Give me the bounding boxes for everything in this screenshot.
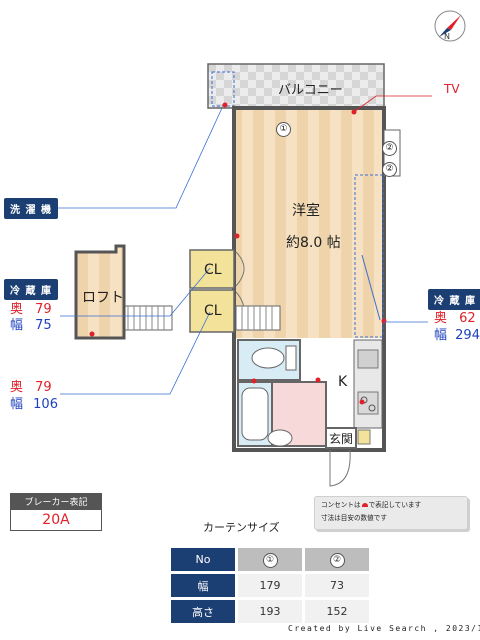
- lower-depth: 奥 79: [10, 380, 52, 395]
- fridge-right-tag: 冷 蔵 庫: [428, 289, 480, 310]
- breaker-value: 20A: [10, 510, 102, 531]
- tv-label: TV: [444, 82, 460, 96]
- window-marker-2a: ②: [382, 135, 397, 156]
- loft-label: ロフト: [82, 290, 124, 306]
- breaker-label: ブレーカー表記: [10, 493, 102, 510]
- fridge-right-depth: 奥 62: [434, 311, 476, 326]
- closet-1-label: CL: [204, 262, 222, 278]
- curtain-table: No ① ② 幅 179 73 高さ 193 152: [168, 545, 372, 626]
- curtain-header-2: ②: [305, 548, 369, 571]
- western-room-floor: [236, 110, 382, 338]
- curtain-title: カーテンサイズ: [203, 521, 280, 534]
- curtain-row-label: 高さ: [171, 600, 235, 623]
- outlet-icon: [361, 503, 368, 507]
- lower-width: 幅 106: [10, 397, 58, 412]
- compass-icon: N: [432, 8, 468, 44]
- curtain-cell: 193: [238, 600, 302, 623]
- curtain-header-no: No: [171, 548, 235, 571]
- kitchen-label: K: [338, 374, 348, 390]
- window-marker-2b: ②: [382, 156, 397, 177]
- curtain-cell: 179: [238, 574, 302, 597]
- table-row: 幅 179 73: [171, 574, 369, 597]
- curtain-cell: 152: [305, 600, 369, 623]
- entrance-label: 玄関: [329, 432, 354, 446]
- svg-text:N: N: [444, 32, 450, 41]
- legend-note: コンセントはで表記しています 寸法は目安の数値です: [314, 496, 468, 530]
- washer-tag: 洗 濯 機: [4, 198, 58, 219]
- closet-2-label: CL: [204, 303, 222, 319]
- balcony-area: [207, 63, 385, 109]
- closet-1-area: [189, 249, 235, 289]
- entrance-area: [325, 427, 357, 449]
- fridge-left-tag: 冷 蔵 庫: [4, 279, 58, 300]
- floor-plan: [28, 63, 432, 487]
- curtain-cell: 73: [305, 574, 369, 597]
- balcony-label: バルコニー: [278, 83, 343, 98]
- window-marker-1: ①: [276, 116, 291, 137]
- closet-2-area: [189, 289, 235, 333]
- table-row: 高さ 193 152: [171, 600, 369, 623]
- fridge-right-width: 幅 294: [434, 328, 480, 343]
- loft-area: [74, 244, 126, 340]
- western-room-size: 約8.0 帖: [286, 235, 341, 251]
- curtain-row-label: 幅: [171, 574, 235, 597]
- fridge-left-depth: 奥 79: [10, 302, 52, 317]
- footer-credit: Created by Live Search , 2023/1: [288, 624, 480, 633]
- curtain-header-row: No ① ②: [171, 548, 369, 571]
- fridge-left-width: 幅 75: [10, 318, 52, 333]
- western-room-label: 洋室: [292, 203, 320, 219]
- breaker-box: ブレーカー表記 20A: [10, 493, 102, 531]
- curtain-header-1: ①: [238, 548, 302, 571]
